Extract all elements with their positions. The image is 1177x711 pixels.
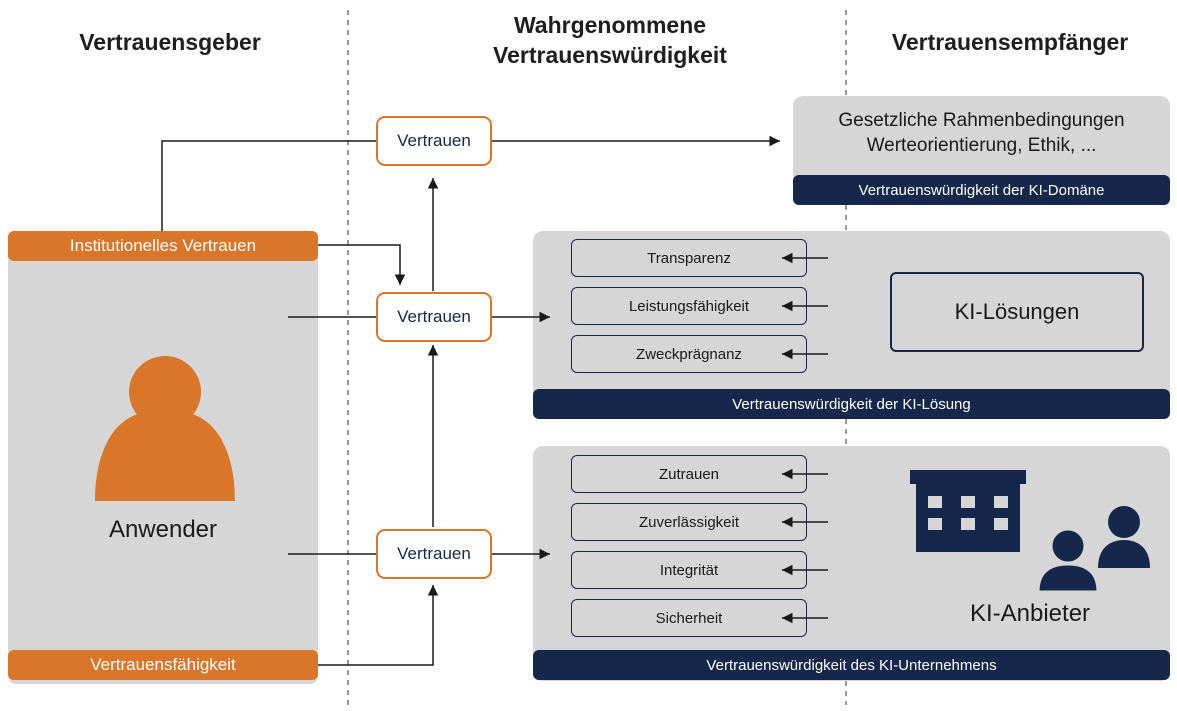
institutional-trust-bar: Institutionelles Vertrauen <box>8 231 318 261</box>
people-icon <box>1038 506 1150 592</box>
trustor-column-title: Vertrauensgeber <box>79 29 261 55</box>
user-icon <box>95 356 235 501</box>
trustee-column-title: Vertrauensempfänger <box>891 29 1129 55</box>
perceived-trustworthiness-column-title: Wahrgenommene Vertrauenswürdigkeit <box>440 10 780 70</box>
factor-performance: Leistungsfähigkeit <box>571 287 807 325</box>
domain-line-2: Werteorientierung, Ethik, ... <box>866 135 1097 156</box>
user-icon-head <box>129 356 201 428</box>
domain-description: Gesetzliche Rahmenbedingungen Werteorien… <box>793 108 1170 158</box>
user-label: Anwender <box>108 516 218 543</box>
connector-institutional-to-top-trust <box>161 140 376 231</box>
perceived-title-line2: Vertrauenswürdigkeit <box>493 42 727 68</box>
factor-security: Sicherheit <box>571 599 807 637</box>
ai-solutions-box: KI-Lösungen <box>890 272 1144 352</box>
factor-transparency: Transparenz <box>571 239 807 277</box>
ai-provider-label: KI-Anbieter <box>969 600 1091 627</box>
solution-trustworthiness-bar: Vertrauenswürdigkeit der KI-Lösung <box>533 389 1170 419</box>
arrow-trust-ability-to-bottom-trust <box>318 585 439 666</box>
domain-trustworthiness-bar: Vertrauenswürdigkeit der KI-Domäne <box>793 175 1170 205</box>
trust-box-domain: Vertrauen <box>376 116 492 166</box>
trust-box-provider: Vertrauen <box>376 529 492 579</box>
provider-trustworthiness-bar: Vertrauenswürdigkeit des KI-Unternehmens <box>533 650 1170 680</box>
trust-ability-bar: Vertrauensfähigkeit <box>8 650 318 680</box>
perceived-title-line1: Wahrgenommene <box>513 12 707 38</box>
factor-confidence: Zutrauen <box>571 455 807 493</box>
factor-reliability: Zuverlässigkeit <box>571 503 807 541</box>
arrow-institutional-to-mid-trust <box>318 244 406 285</box>
user-icon-body <box>95 413 235 501</box>
trust-box-solution: Vertrauen <box>376 292 492 342</box>
factor-integrity: Integrität <box>571 551 807 589</box>
building-icon <box>910 470 1026 552</box>
domain-line-1: Gesetzliche Rahmenbedingungen <box>838 110 1125 131</box>
